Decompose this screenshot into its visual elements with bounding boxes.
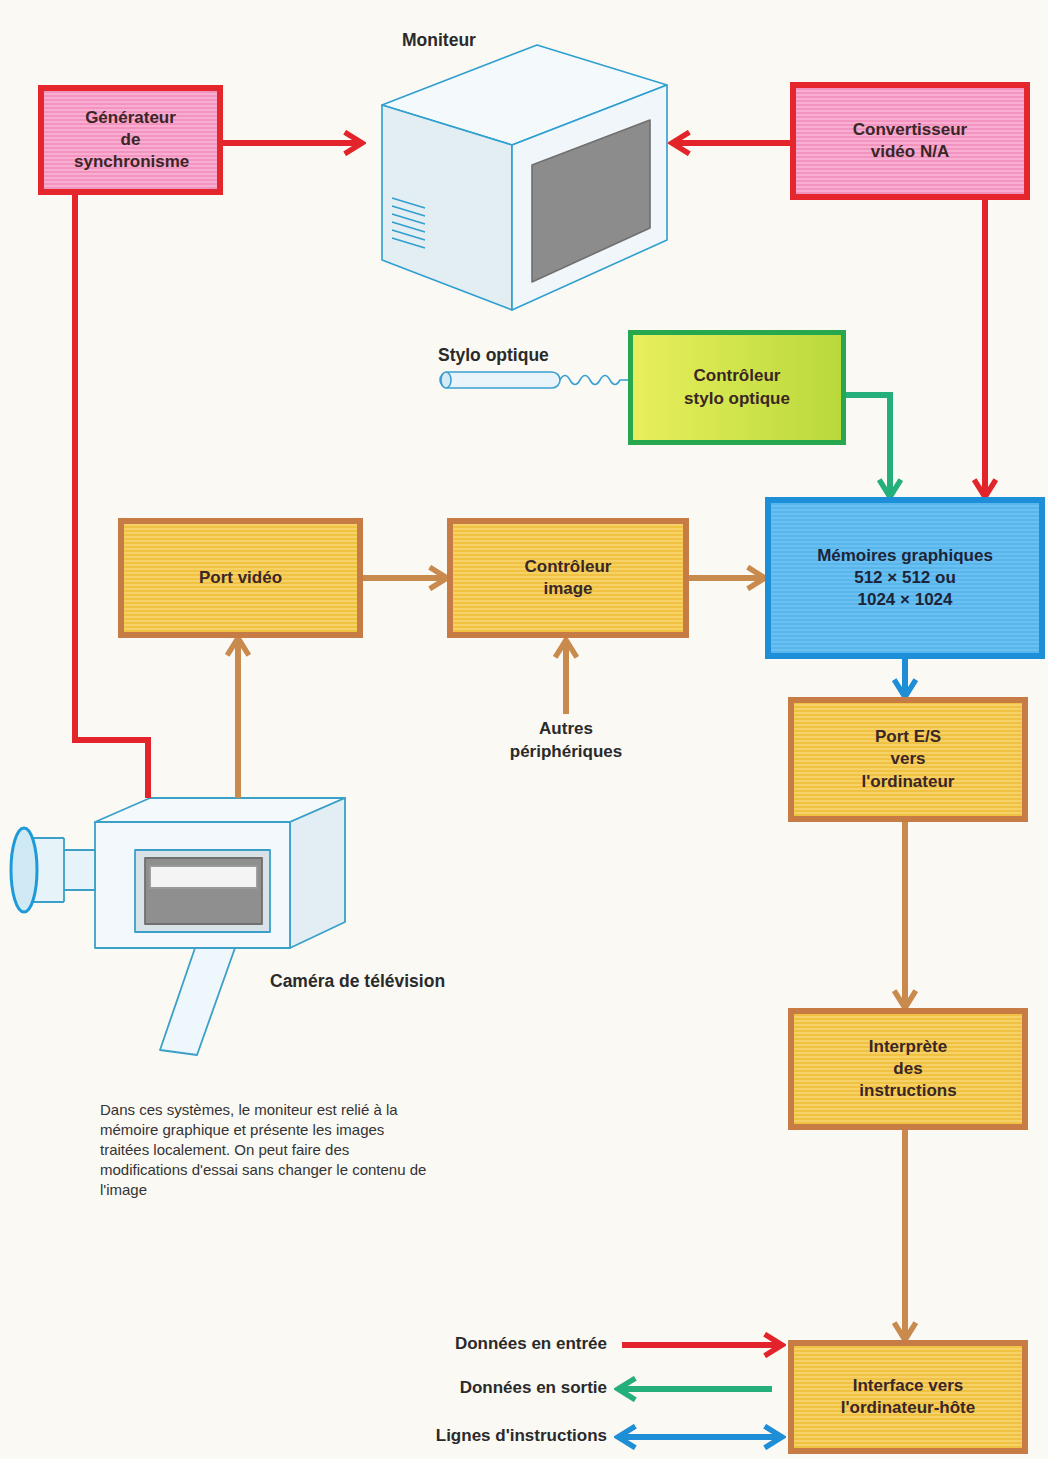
instruction-lines-arrow bbox=[618, 1434, 782, 1440]
signal-label: Données en entrée bbox=[340, 1333, 607, 1356]
monitor-drawing bbox=[382, 45, 667, 310]
io-port-box: Port E/S vers l'ordinateur bbox=[788, 697, 1028, 822]
data-in-arrow bbox=[622, 1342, 782, 1348]
camera-window-strip bbox=[150, 866, 257, 888]
figure-label: Caméra de télévision bbox=[270, 970, 445, 993]
box-text: Générateur de synchronisme bbox=[74, 107, 187, 173]
signal-arrow bbox=[982, 200, 988, 497]
video-converter-box: Convertisseur vidéo N/A bbox=[790, 82, 1030, 200]
monitor-screen bbox=[532, 120, 650, 282]
box-text: Mémoires graphiques bbox=[817, 545, 993, 567]
figure-label: Moniteur bbox=[402, 29, 476, 52]
signal-arrow bbox=[235, 638, 241, 798]
camera-window bbox=[135, 850, 270, 932]
signal-arrow bbox=[689, 575, 765, 581]
signal-label: Données en sortie bbox=[340, 1377, 607, 1400]
signal-arrow bbox=[902, 1130, 908, 1340]
camera-window-inner bbox=[145, 858, 262, 924]
light-pen: Stylo optique bbox=[432, 344, 624, 392]
host-interface-box: Interface vers l'ordinateur-hôte bbox=[788, 1340, 1028, 1454]
camera-lens-edge bbox=[63, 838, 65, 902]
camera-lens-mount bbox=[60, 850, 95, 890]
signal-arrow bbox=[902, 822, 908, 1008]
signal-line bbox=[75, 195, 148, 798]
video-port-box: Port vidéo bbox=[118, 518, 363, 638]
light-pen-drawing bbox=[440, 372, 624, 388]
pen-body bbox=[440, 372, 560, 388]
camera-side bbox=[290, 798, 345, 948]
box-text: Port E/S vers l'ordinateur bbox=[858, 726, 958, 792]
signal-arrow bbox=[672, 140, 790, 146]
signal-arrow bbox=[846, 395, 890, 497]
image-controller-box: Contrôleur image bbox=[447, 518, 689, 638]
box-text: Contrôleur image bbox=[513, 556, 623, 600]
monitor-front bbox=[512, 85, 667, 310]
box-text: Interface vers l'ordinateur-hôte bbox=[838, 1375, 978, 1419]
signal-label: Lignes d'instructions bbox=[340, 1425, 607, 1448]
camera-handle bbox=[160, 948, 235, 1055]
data-out-arrow bbox=[618, 1386, 772, 1392]
signal-arrow bbox=[223, 140, 362, 146]
camera-lens bbox=[11, 828, 37, 912]
monitor-side bbox=[382, 105, 512, 310]
instruction-interpreter-box: Interprète des instructions bbox=[788, 1008, 1028, 1130]
box-text: Convertisseur vidéo N/A bbox=[840, 119, 980, 163]
peripherals-arrow bbox=[563, 640, 569, 714]
box-text: 512 × 512 ou 1024 × 1024 bbox=[840, 567, 970, 611]
graphics-memory-box: Mémoires graphiques512 × 512 ou 1024 × 1… bbox=[765, 497, 1045, 659]
monitor: Moniteur bbox=[362, 25, 672, 315]
signal-arrow bbox=[902, 659, 908, 697]
signal-arrow bbox=[363, 575, 447, 581]
caption: Dans ces systèmes, le moniteur est relié… bbox=[100, 1100, 430, 1200]
box-text: Interprète des instructions bbox=[856, 1036, 961, 1102]
camera-drawing bbox=[11, 798, 345, 1055]
camera-front bbox=[95, 822, 290, 948]
tv-camera: Caméra de télévision bbox=[10, 798, 490, 1060]
pen-tip bbox=[441, 372, 451, 388]
sync-generator-box: Générateur de synchronisme bbox=[38, 85, 223, 195]
peripherals-label: Autres périphériques bbox=[486, 718, 646, 764]
box-text: Port vidéo bbox=[199, 567, 282, 589]
monitor-vents bbox=[392, 198, 425, 248]
pen-controller-box: Contrôleur stylo optique bbox=[628, 330, 846, 445]
pen-cord bbox=[560, 376, 624, 385]
box-text: Contrôleur stylo optique bbox=[677, 365, 797, 409]
figure-label: Stylo optique bbox=[438, 344, 549, 367]
